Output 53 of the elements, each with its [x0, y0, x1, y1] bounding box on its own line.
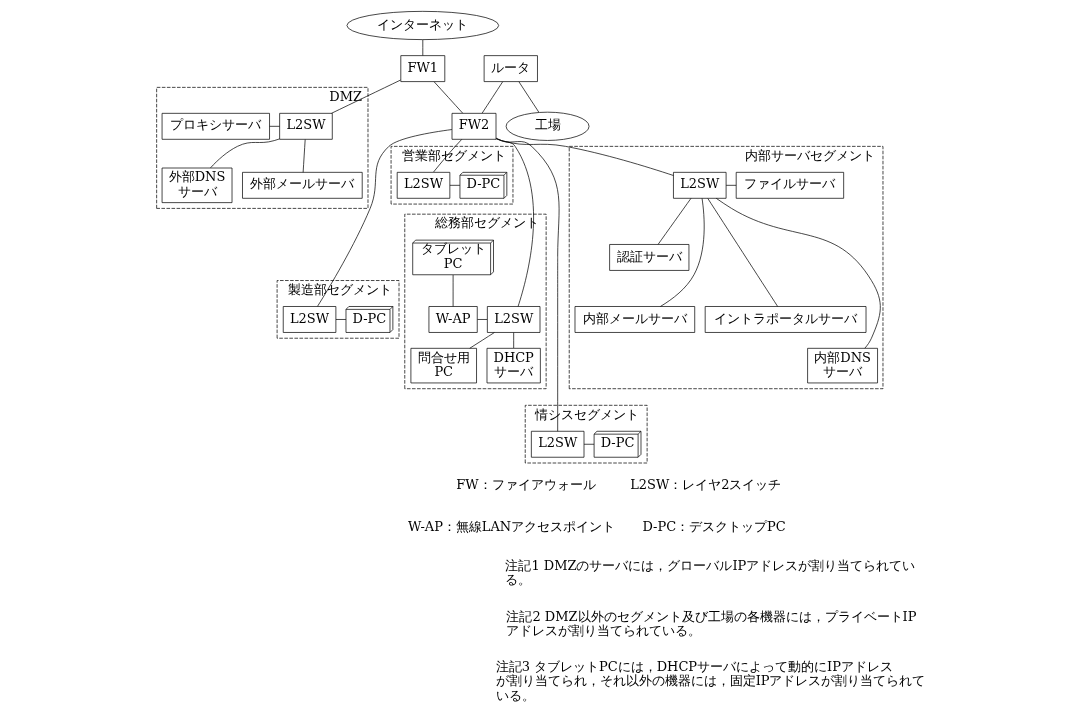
connector	[432, 139, 462, 173]
label: 注記1 DMZのサーバには，グローバルIPアドレスが割り当てられている。	[504, 558, 915, 588]
connector	[481, 81, 503, 114]
label: FW：ファイアウォール	[455, 477, 596, 493]
node-box: ファイルサーバ	[735, 172, 844, 199]
connector	[302, 139, 306, 173]
connector	[725, 184, 736, 186]
node-box: プロキシサーバ	[161, 113, 270, 140]
connector	[495, 138, 674, 176]
node-box: 問合せ用 PC	[410, 347, 477, 384]
node-box: 外部DNS サーバ	[161, 167, 232, 203]
connector	[657, 198, 691, 245]
node-box: FW2	[451, 113, 496, 140]
node-box: L2SW	[672, 172, 726, 199]
connector	[495, 138, 559, 432]
node-box: ルータ	[483, 55, 538, 82]
connector	[476, 319, 487, 320]
connector	[659, 198, 705, 307]
node-box: L2SW	[396, 172, 450, 199]
node-box: W-AP	[428, 306, 478, 333]
label: 注記2 DMZ以外のセグメント及び工場の各機器には，プライベートIPアドレスが割り当てられている。	[505, 608, 916, 638]
node-box: L2SW	[282, 306, 336, 333]
node-box: L2SW	[486, 306, 540, 333]
connector	[335, 319, 346, 320]
connector	[449, 184, 460, 186]
connector	[583, 443, 594, 445]
connector	[330, 79, 401, 114]
connector	[518, 81, 539, 113]
connector	[268, 125, 280, 127]
node-box: DHCP サーバ	[486, 347, 541, 384]
node-box: L2SW	[278, 113, 333, 140]
node-box: 認証サーバ	[608, 244, 689, 271]
connector	[433, 81, 463, 114]
connector	[468, 332, 495, 349]
node-box: FW1	[399, 55, 445, 82]
node-ellipse: 工場	[505, 111, 589, 141]
connector	[715, 197, 881, 349]
connector	[707, 198, 778, 307]
connector	[452, 274, 453, 307]
node-box: 外部メールサーバ	[241, 172, 363, 199]
connector	[209, 138, 280, 169]
connector	[512, 332, 514, 349]
node-box: 内部メールサーバ	[574, 306, 695, 333]
label: L2SW：レイヤ2スイッチ	[629, 477, 782, 493]
node-box: イントラポータルサーバ	[704, 306, 866, 333]
connector	[316, 129, 452, 307]
node-box: 内部DNS サーバ	[806, 347, 878, 384]
label: 注記3 タブレットPCには，DHCPサーバによって動的にIPアドレスが割り当てられ，それ以外の機器には，固定IPアドレスが割り当てられている。	[495, 659, 926, 703]
connector	[421, 39, 423, 56]
node-box: L2SW	[530, 430, 584, 458]
label: D-PC：デスクトップPC	[641, 519, 786, 535]
label: W-AP：無線LANアクセスポイント	[407, 519, 615, 535]
node-ellipse: インターネット	[346, 11, 499, 40]
